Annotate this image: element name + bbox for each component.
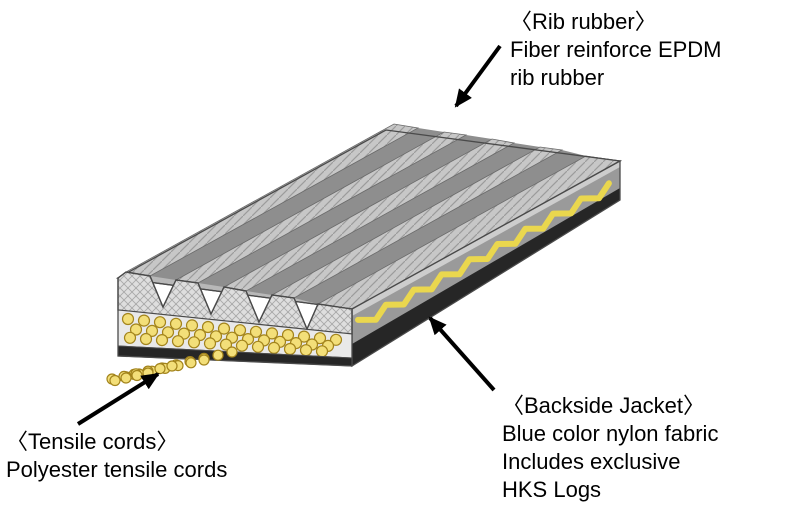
backside-jacket-arrow bbox=[428, 316, 496, 392]
rib-rubber-heading: 〈Rib rubber〉 bbox=[510, 9, 657, 34]
rib-groove bbox=[198, 135, 492, 287]
tensile-cords-arrow bbox=[76, 372, 160, 426]
front-outline bbox=[117, 271, 353, 367]
rib-rubber-arrow bbox=[454, 44, 502, 108]
rib-groove bbox=[294, 150, 586, 304]
backside-jacket-line: Blue color nylon fabric bbox=[502, 421, 719, 446]
side-black-band bbox=[352, 188, 620, 366]
backside-jacket-line: Includes exclusive bbox=[502, 449, 681, 474]
hks-logo-stripe bbox=[355, 180, 612, 323]
tensile-cords-heading: 〈Tensile cords〉 bbox=[6, 429, 179, 454]
backside-jacket-heading: 〈Backside Jacket〉 bbox=[502, 393, 705, 418]
rib-rubber-line: rib rubber bbox=[510, 65, 605, 90]
side-top-edge bbox=[352, 161, 620, 316]
tensile-cords-label: 〈Tensile cords〉 Polyester tensile cords bbox=[6, 428, 227, 484]
tensile-cords-line: Polyester tensile cords bbox=[6, 457, 228, 482]
tensile-cords bbox=[121, 312, 343, 358]
backside-jacket-label: 〈Backside Jacket〉 Blue color nylon fabri… bbox=[502, 392, 718, 504]
rib-groove bbox=[246, 143, 540, 295]
rib-groove bbox=[150, 128, 444, 280]
front-cross-section bbox=[106, 271, 353, 387]
rib-rubber-line: Fiber reinforce EPDM bbox=[510, 37, 722, 62]
rib-rubber-label: 〈Rib rubber〉 Fiber reinforce EPDM rib ru… bbox=[510, 8, 722, 92]
backside-jacket-line: HKS Logs bbox=[502, 477, 602, 502]
callout-arrows bbox=[76, 44, 502, 426]
rib-surface bbox=[115, 123, 623, 310]
